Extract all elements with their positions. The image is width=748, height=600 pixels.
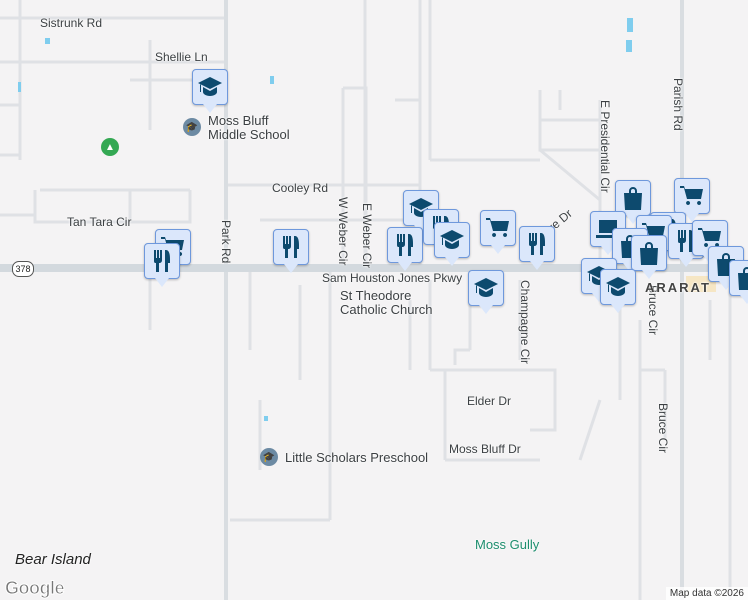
place-ararat: ARARAT — [645, 280, 711, 295]
bag-icon — [640, 242, 658, 265]
map-attribution[interactable]: Map data ©2026 — [665, 587, 748, 600]
cart-marker[interactable] — [674, 178, 710, 222]
school-icon — [198, 77, 222, 96]
road-label-e-weber: E Weber Cir — [360, 203, 374, 269]
restaurant-icon — [678, 230, 694, 252]
highway-378-shield: 378 — [12, 261, 34, 277]
bag-icon — [624, 187, 642, 210]
bag-icon — [738, 267, 748, 290]
school-icon — [440, 230, 464, 249]
restaurant-marker[interactable] — [387, 227, 423, 271]
road-label-elder: Elder Dr — [467, 394, 512, 408]
bag-marker[interactable] — [631, 235, 667, 279]
road-label-shellie: Shellie Ln — [155, 50, 208, 64]
road-label-bruce-2: Bruce Cir — [656, 403, 670, 454]
road-label-w-weber: W Weber Cir — [336, 197, 350, 266]
road-label-sam-houston: Sam Houston Jones Pkwy — [322, 271, 463, 285]
place-st-theodore-church[interactable]: St Theodore Catholic Church — [340, 288, 433, 317]
school-marker[interactable] — [468, 270, 504, 314]
school-marker[interactable] — [192, 69, 228, 113]
cart-icon — [698, 228, 721, 247]
restaurant-marker[interactable] — [519, 226, 555, 270]
road-label-tan-tara: Tan Tara Cir — [67, 215, 132, 229]
restaurant-icon — [283, 236, 299, 258]
road-label-sistrunk: Sistrunk Rd — [40, 16, 103, 30]
computer-icon — [596, 220, 620, 238]
bag-marker[interactable] — [729, 260, 748, 304]
cart-icon — [486, 218, 509, 237]
google-logo: Google — [5, 578, 66, 599]
school-poi-icon: 🎓 — [183, 118, 201, 136]
road-label-e-presidential: E Presidential Cir — [598, 100, 612, 193]
cart-icon — [680, 186, 703, 205]
school-icon — [606, 277, 630, 296]
restaurant-marker[interactable] — [273, 229, 309, 273]
cart-marker[interactable] — [480, 210, 516, 254]
place-little-scholars[interactable]: Little Scholars Preschool — [285, 450, 429, 465]
restaurant-marker[interactable] — [144, 243, 180, 287]
restaurant-icon — [154, 250, 170, 272]
road-label-cooley: Cooley Rd — [272, 181, 329, 195]
road-label-moss-bluff-dr: Moss Bluff Dr — [449, 442, 521, 456]
bag-marker[interactable] — [615, 180, 651, 224]
school-poi-icon: 🎓 — [260, 448, 278, 466]
park-poi-icon: ▲ — [101, 138, 119, 156]
restaurant-icon — [397, 234, 413, 256]
cart-icon — [642, 223, 665, 242]
road-label-park: Park Rd — [219, 220, 233, 264]
school-marker[interactable] — [600, 269, 636, 313]
school-marker[interactable] — [434, 222, 470, 266]
restaurant-icon — [529, 233, 545, 255]
road-label-parish: Parish Rd — [671, 78, 685, 131]
place-moss-bluff-middle-school[interactable]: Moss Bluff Middle School — [208, 113, 290, 142]
place-bear-island: Bear Island — [15, 551, 91, 568]
road-label-champagne: Champagne Cir — [518, 280, 532, 365]
school-icon — [474, 278, 498, 297]
place-moss-gully: Moss Gully — [475, 537, 540, 552]
